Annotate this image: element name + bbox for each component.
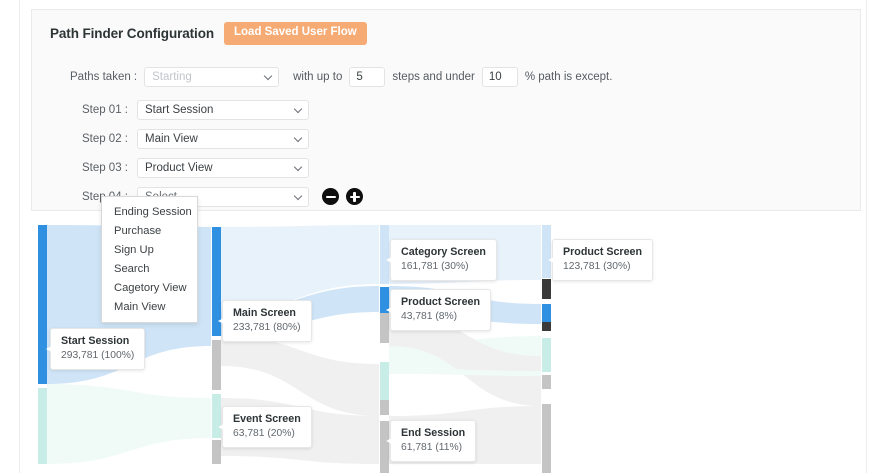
minus-circle-icon[interactable] [322,188,339,205]
dropdown-option-ending-session[interactable]: Ending Session [114,205,192,218]
node-label-event-screen[interactable]: Event Screen 63,781 (20%) [218,406,312,448]
node-bar-start-session[interactable] [38,225,47,384]
node-name: Event Screen [233,413,301,425]
node-name: Start Session [61,335,130,347]
node-name: Category Screen [401,246,486,258]
node-bar-col4-gray[interactable] [542,375,551,389]
step-row-3: Step 03 : Product View [70,153,363,182]
link-col3-to-col4-gray [389,312,541,406]
node-bar-col1-teal[interactable] [38,388,47,464]
dropdown-option-purchase[interactable]: Purchase [114,224,162,237]
node-value: 123,781 (30%) [563,261,631,272]
step-row-1: Step 01 : Start Session [70,95,363,124]
node-bar-col4-dark[interactable] [542,279,551,299]
with-up-to-label: with up to [293,71,343,83]
node-bar-col3-gray[interactable] [380,313,389,343]
step-02-select[interactable]: Main View [137,128,309,149]
paths-filter-row: Paths taken : Starting with up to steps … [70,67,619,87]
node-value: 43,781 (8%) [401,311,458,322]
node-bar-col4-blue[interactable] [542,304,551,322]
step-controls [322,188,363,205]
node-bar-event-screen[interactable] [212,394,221,438]
sankey-diagram: Start Session 293,781 (100%) Main Screen… [0,216,888,473]
step-02-select-wrap: Main View [137,128,309,149]
steps-count-input[interactable] [349,67,386,87]
node-bar-col4-gray-2[interactable] [542,404,551,473]
link-main-to-category [221,225,379,311]
callout-notch [386,305,396,315]
callout-notch [218,422,228,432]
node-value: 63,781 (20%) [233,428,295,439]
percent-threshold-input[interactable] [481,67,518,87]
page-title: Path Finder Configuration [50,25,214,41]
node-bar-product-screen-4[interactable] [542,225,551,278]
node-bar-col3-teal[interactable] [380,362,389,400]
node-label-product-screen[interactable]: Product Screen 43,781 (8%) [386,289,491,331]
node-label-end-session[interactable]: End Session 61,781 (11%) [386,420,477,462]
paths-taken-select[interactable]: Starting [144,67,280,87]
node-bar-col3-gray-2[interactable] [380,400,389,415]
dropdown-option-sign-up[interactable]: Sign Up [114,243,154,256]
node-label-category-screen[interactable]: Category Screen 161,781 (30%) [386,239,497,281]
node-bar-col4-teal[interactable] [542,338,551,372]
step-02-label: Step 02 : [81,132,128,145]
dropdown-option-main-view[interactable]: Main View [114,300,166,313]
node-label-start-session[interactable]: Start Session 293,781 (100%) [46,328,146,370]
node-value: 161,781 (30%) [401,261,469,272]
sankey-node-bars [38,225,551,473]
node-name: Product Screen [401,296,480,308]
paths-taken-label: Paths taken : [70,71,138,83]
node-bar-col4-dark-2[interactable] [542,322,551,331]
step-row-2: Step 02 : Main View [70,124,363,153]
steps-and-under-label: steps and under [392,71,475,83]
node-bar-main-screen[interactable] [212,227,221,336]
node-name: Product Screen [563,246,642,258]
node-name: Main Screen [233,307,296,319]
node-value: 233,781 (80%) [233,322,301,333]
plus-circle-icon[interactable] [346,188,363,205]
step-04-dropdown-menu[interactable]: Ending Session Purchase Sign Up Search C… [101,196,198,323]
step-03-select-wrap: Product View [137,157,309,178]
link-main-to-end [221,336,379,416]
node-bar-end-session[interactable] [380,421,389,473]
link-start-to-event [47,384,211,464]
node-bar-col2-gray-2[interactable] [212,440,221,464]
step-01-select-wrap: Start Session [137,99,309,120]
path-finder-configuration-panel: Path Finder Configuration Load Saved Use… [31,9,861,211]
dropdown-option-search[interactable]: Search [114,262,150,275]
panel-header: Path Finder Configuration Load Saved Use… [50,22,367,45]
step-selector-list: Step 01 : Start Session Step 02 : Main V… [70,95,363,211]
step-01-select[interactable]: Start Session [137,99,309,120]
dropdown-option-cagetory-view[interactable]: Cagetory View [114,281,187,294]
step-03-label: Step 03 : [81,161,128,174]
callout-notch [548,255,558,265]
node-value: 61,781 (11%) [401,442,463,453]
callout-notch [386,255,396,265]
callout-notch [386,436,396,446]
callout-notch [46,344,56,354]
node-name: End Session [401,427,466,439]
node-bar-category-screen[interactable] [380,225,389,284]
node-label-main-screen[interactable]: Main Screen 233,781 (80%) [218,300,312,342]
paths-taken-select-wrap: Starting [144,67,280,87]
link-teal-tail [389,368,541,376]
node-label-product-screen-col4[interactable]: Product Screen 123,781 (30%) [548,239,653,281]
page-edge-right [866,0,867,473]
node-bar-col2-gray[interactable] [212,340,221,390]
step-03-select[interactable]: Product View [137,157,309,178]
node-value: 293,781 (100%) [61,350,135,361]
page-edge-left [19,0,20,473]
callout-notch [218,316,228,326]
load-saved-user-flow-button[interactable]: Load Saved User Flow [224,22,367,45]
node-bar-product-screen[interactable] [380,287,389,313]
step-01-label: Step 01 : [81,103,128,116]
percent-suffix-label: % path is except. [524,71,613,83]
